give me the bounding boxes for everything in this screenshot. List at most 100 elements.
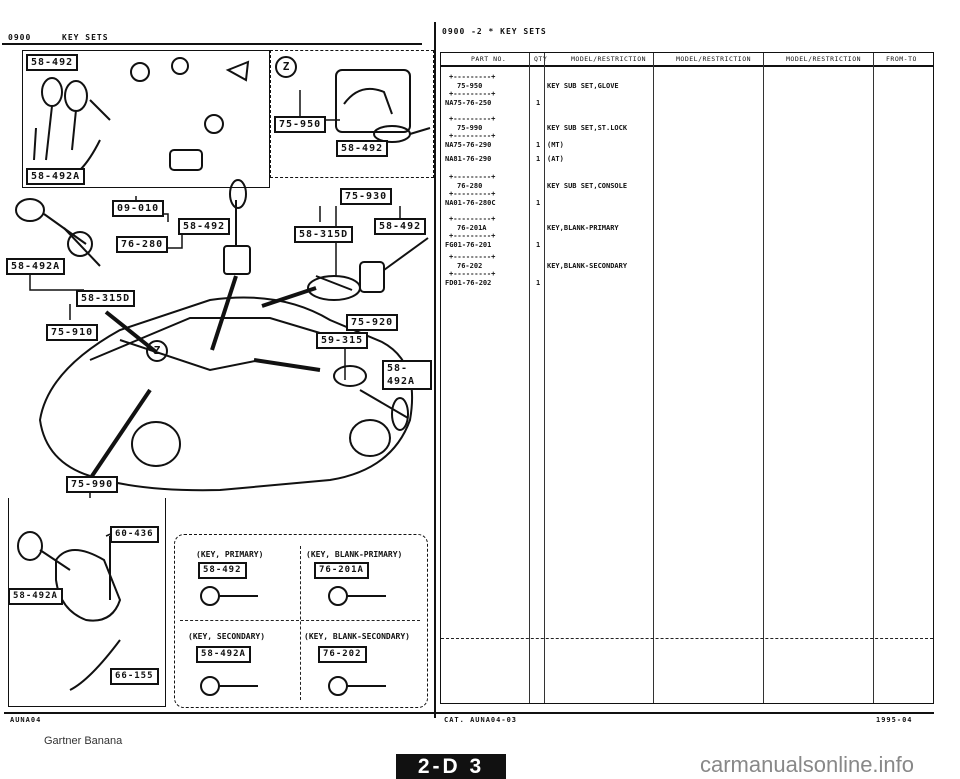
- trunk-key: [391, 397, 409, 431]
- row-description: KEY SUB SET,GLOVE: [547, 82, 619, 90]
- legend-blank-secondary-label: (KEY, BLANK-SECONDARY): [304, 632, 410, 641]
- row-part-no: NA75-76-290: [445, 141, 492, 149]
- inset-frame-top-left: [22, 50, 270, 188]
- legend-blank-primary-code: 76-201A: [314, 562, 369, 579]
- row-ref-value: 76-280: [457, 182, 483, 190]
- callout-7: 76-280: [116, 236, 169, 253]
- row-description: KEY,BLANK-PRIMARY: [547, 224, 619, 232]
- footer-catalog: CAT. AUNA04-03: [444, 716, 518, 724]
- callout-18: 60-436: [110, 526, 159, 543]
- callout-2: 58-492A: [26, 168, 86, 185]
- panel-divider: [434, 22, 436, 718]
- console-lock: [223, 245, 251, 275]
- th-model-3: MODEL/RESTRICTION: [786, 55, 862, 63]
- callout-13: 75-910: [46, 324, 99, 341]
- console-key: [229, 179, 247, 209]
- ignition-key-left: [15, 198, 45, 222]
- row-qty: 1: [536, 241, 541, 249]
- th-from-to: FROM-TO: [886, 55, 917, 63]
- table-row: NA81-76-290 1 (AT): [441, 153, 933, 167]
- lock-housing-small: [169, 149, 203, 171]
- callout-19: 58-492A: [8, 588, 63, 605]
- table-row: +---------+ 76-202 +---------+ FD01-76-2…: [441, 253, 933, 289]
- th-model-2: MODEL/RESTRICTION: [676, 55, 752, 63]
- lock-cylinder-3: [204, 114, 224, 134]
- th-qty: QTY: [534, 55, 548, 63]
- row-description: (AT): [547, 155, 564, 163]
- callout-11: 58-492A: [6, 258, 66, 275]
- inset-frame-top-right: [270, 50, 434, 178]
- callout-16: 58-492A: [382, 360, 432, 390]
- row-ref: +---------+: [449, 253, 496, 261]
- row-ref: +---------+: [449, 270, 496, 278]
- row-ref: +---------+: [449, 132, 496, 140]
- ignition-bottom-key: [17, 531, 43, 561]
- arrow-trunk: [253, 358, 321, 372]
- lock-cylinder-1: [130, 62, 150, 82]
- th-part-no: PART NO.: [471, 55, 507, 63]
- col-sep-3: [653, 53, 654, 703]
- col-sep-1: [529, 53, 530, 703]
- row-part-no: NA75-76-250: [445, 99, 492, 107]
- row-description: KEY SUB SET,ST.LOCK: [547, 124, 628, 132]
- col-sep-5: [873, 53, 874, 703]
- row-ref-value: 76-201A: [457, 224, 487, 232]
- row-ref-value: 75-950: [457, 82, 483, 90]
- footer-credit: Gartner Banana: [44, 735, 123, 747]
- trunk-lock: [333, 365, 367, 387]
- callout-5: 09-010: [112, 200, 165, 217]
- page-number-badge: 2-D 3: [396, 754, 506, 779]
- col-sep-2: [544, 53, 545, 703]
- arrow-door: [261, 286, 317, 308]
- callout-10: 58-492: [374, 218, 427, 235]
- zoom-marker-car: Z: [146, 340, 168, 362]
- ignition-lock-body: [55, 549, 122, 622]
- zoom-marker-top: Z: [275, 56, 297, 78]
- row-qty: 1: [536, 279, 541, 287]
- row-ref: +---------+: [449, 73, 496, 81]
- row-qty: 1: [536, 141, 541, 149]
- col-sep-4: [763, 53, 764, 703]
- callout-17: 75-990: [66, 476, 119, 493]
- arrow-console: [210, 275, 238, 351]
- row-ref: +---------+: [449, 173, 496, 181]
- table-header: PART NO. QTY MODEL/RESTRICTION MODEL/RES…: [441, 53, 933, 67]
- row-part-no: NA81-76-290: [445, 155, 492, 163]
- table-row: +---------+ 76-280 +---------+ NA01-76-2…: [441, 173, 933, 209]
- footer-rule: [4, 712, 934, 714]
- left-panel: 0900 KEY SETS: [0, 0, 434, 720]
- row-description: KEY SUB SET,CONSOLE: [547, 182, 628, 190]
- row-qty: 1: [536, 99, 541, 107]
- key-cluster-1: [41, 77, 63, 107]
- wheel-front: [131, 421, 181, 467]
- callout-9: 58-315D: [294, 226, 354, 243]
- right-header: 0900 -2 * KEY SETS: [442, 27, 547, 36]
- left-header-rule: [2, 43, 422, 45]
- table-bottom-rule: [441, 638, 933, 639]
- legend-primary-code: 58-492: [198, 562, 247, 579]
- row-ref: +---------+: [449, 215, 496, 223]
- row-ref-value: 76-202: [457, 262, 483, 270]
- parts-table: PART NO. QTY MODEL/RESTRICTION MODEL/RES…: [440, 52, 934, 704]
- site-watermark: carmanualsonline.info: [700, 752, 915, 777]
- callout-12: 58-315D: [76, 290, 136, 307]
- glove-lock-housing: [335, 69, 411, 133]
- row-qty: 1: [536, 155, 541, 163]
- th-model-1: MODEL/RESTRICTION: [571, 55, 647, 63]
- legend-secondary-code: 58-492A: [196, 646, 251, 663]
- row-part-no: FG01-76-201: [445, 241, 492, 249]
- footer-left-code: AUNA04: [10, 716, 42, 724]
- row-qty: 1: [536, 199, 541, 207]
- callout-15: 59-315: [316, 332, 369, 349]
- legend-secondary-label: (KEY, SECONDARY): [188, 632, 266, 641]
- legend-primary-label: (KEY, PRIMARY): [196, 550, 264, 559]
- row-description: KEY,BLANK-SECONDARY: [547, 262, 628, 270]
- arrow-ignition: [90, 388, 152, 478]
- table-row: +---------+ 76-201A +---------+ FG01-76-…: [441, 215, 933, 251]
- row-ref: +---------+: [449, 90, 496, 98]
- parts-illustration: [15, 57, 431, 696]
- row-ref: +---------+: [449, 190, 496, 198]
- left-header-title: KEY SETS: [62, 33, 109, 42]
- callout-3: 75-950: [274, 116, 327, 133]
- footer-date: 1995-04: [876, 716, 913, 724]
